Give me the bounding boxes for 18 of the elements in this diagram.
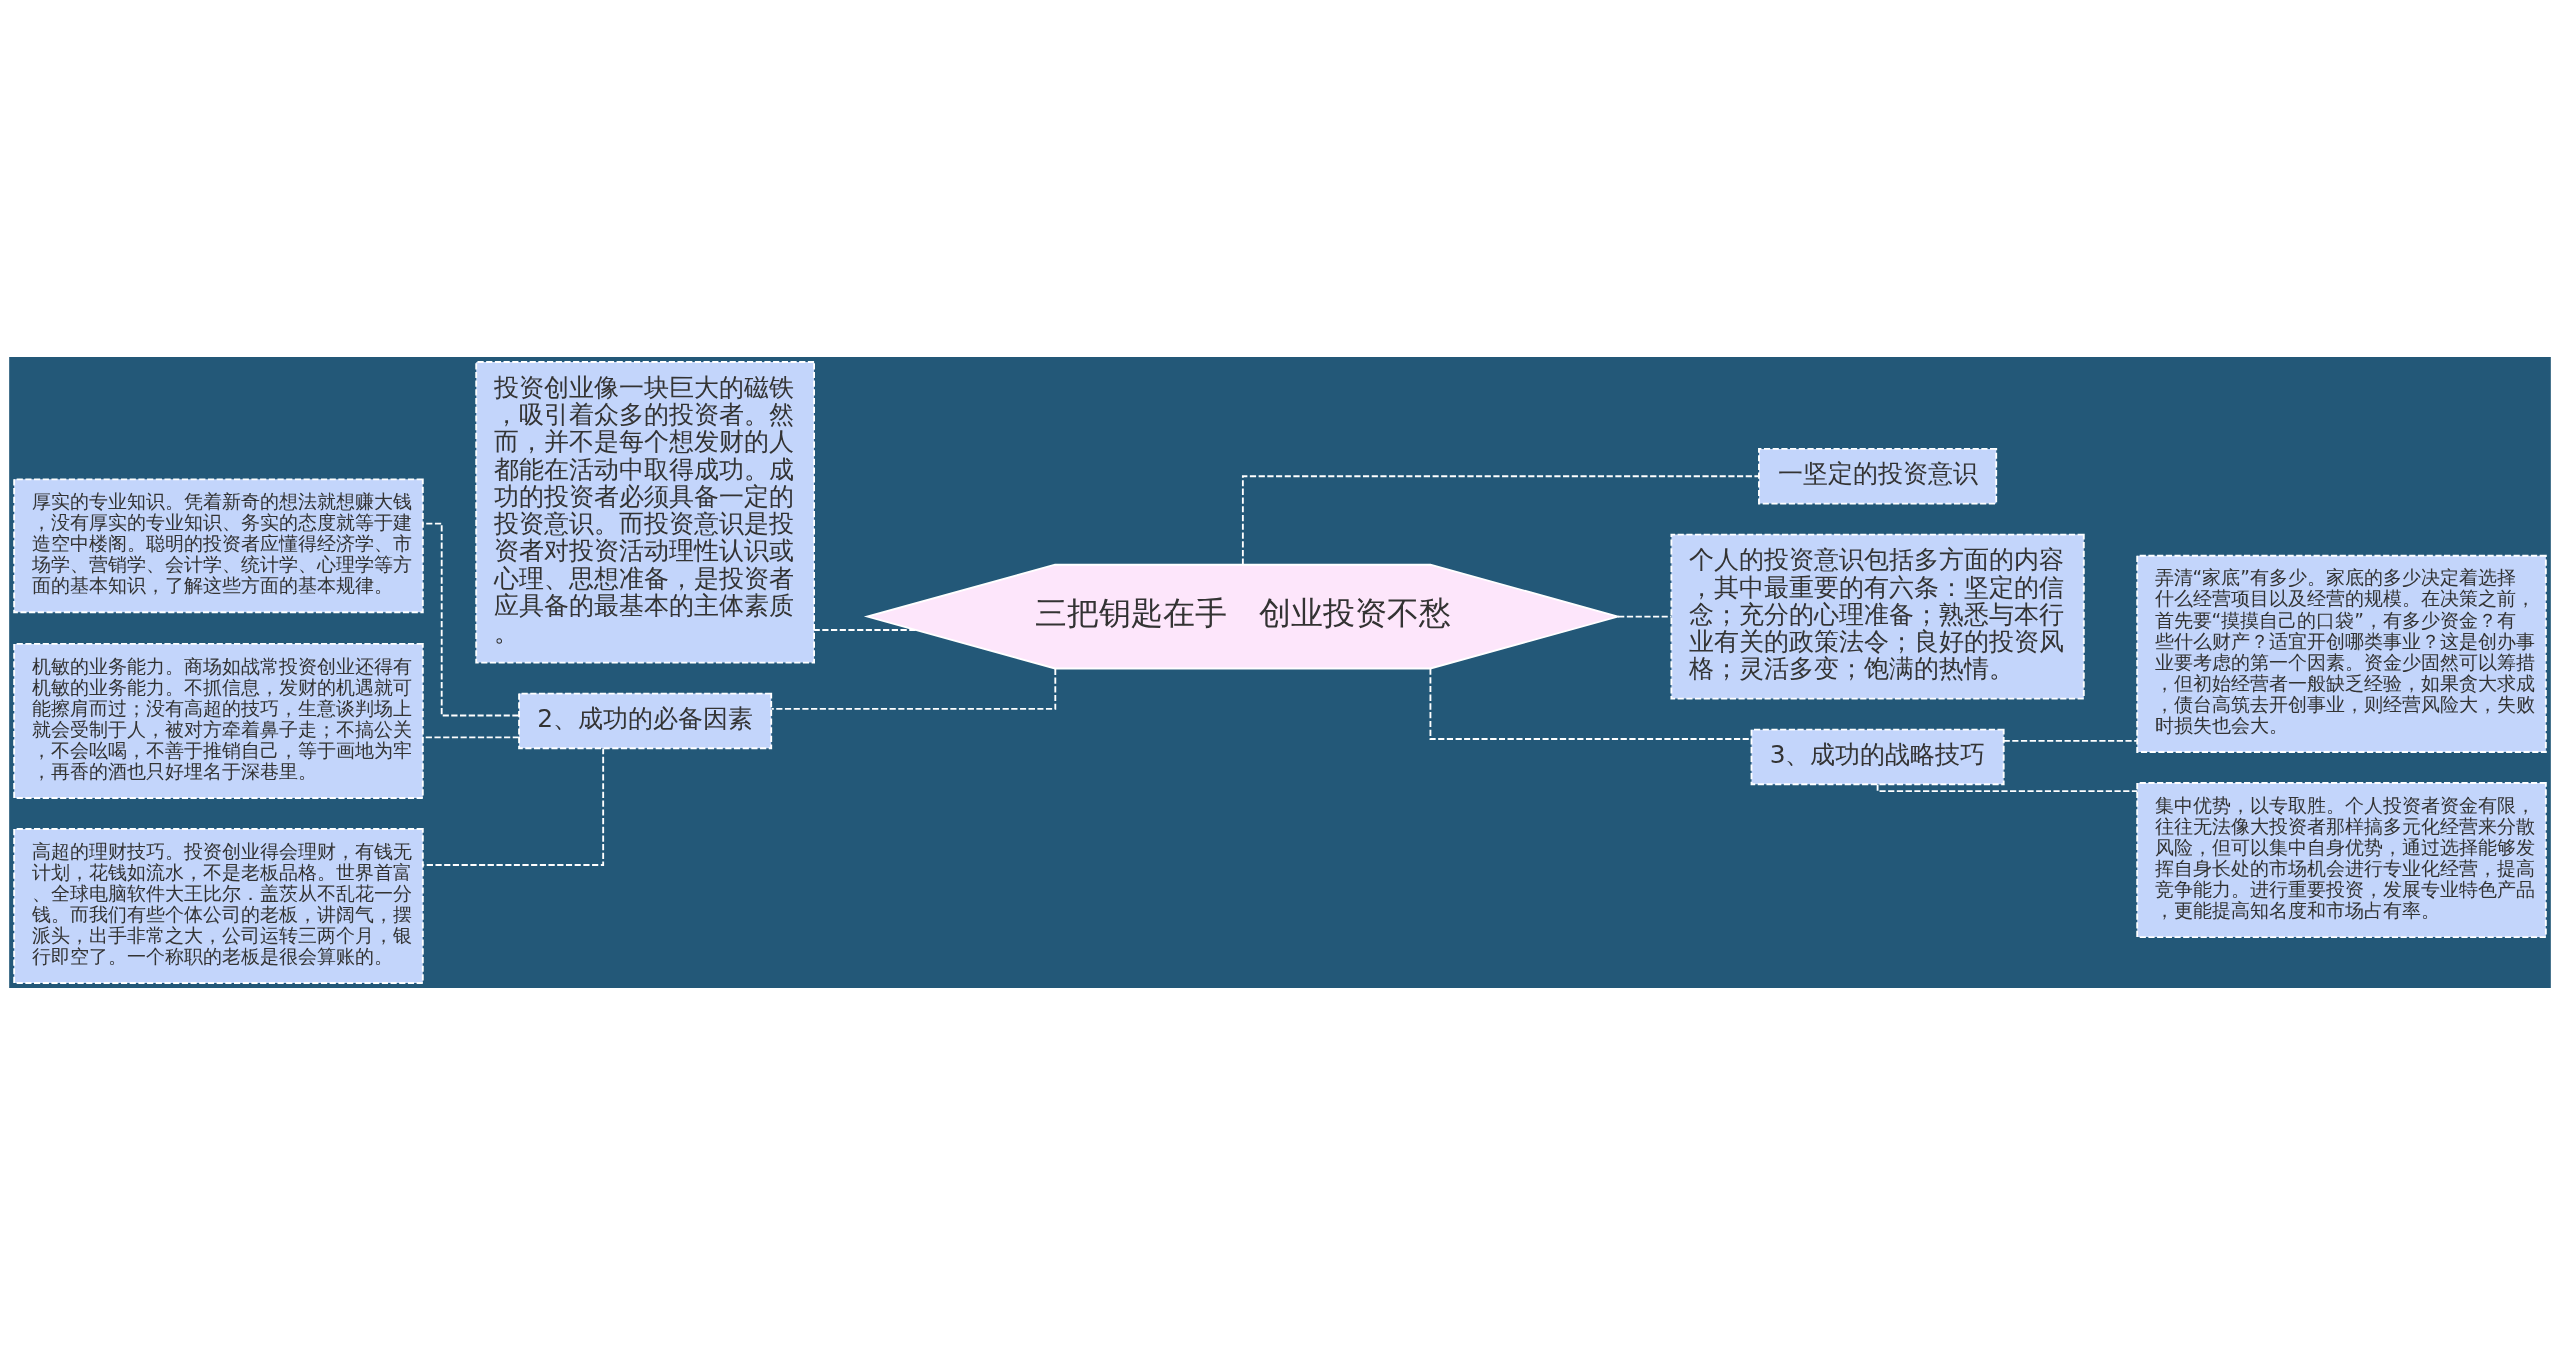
node-box: 一坚定的投资意识 [1758,448,1998,505]
connector [1241,475,1760,566]
node-box: 高超的理财技巧。投资创业得会理财，有钱无计划，花钱如流水，不是老板品格。世界首富、全球电脑软件大王比尔．盖茨从不乱花一分钱。而我们有些个体公司的老板，讲阔气，摆派头，出手非常之大，公司运转三两个月，银行即空了。一个称职的老板是很会算账的。 [13,828,424,984]
connector [1617,615,1673,618]
node-box: 2、成功的必备因素 [518,692,773,750]
connector [1876,783,2138,793]
node-box: 弄清“家底”有多少。家底的多少决定着选择什么经营项目以及经营的规模。在决策之前，首先要“摸摸自己的口袋”，有多少资金？有些什么财产？适宜开创哪类事业？这是创办事业要考虑的第一个因素。资金少固然可以筹措，但初始经营者一般缺乏经验，如果贪大求成，债台高筑去开创事业，则经营风险大，失败时损失也会大。 [2136,554,2547,753]
connector [422,747,605,866]
node-box: 3、成功的战略技巧 [1750,728,2005,786]
node-box: 个人的投资意识包括多方面的内容，其中最重要的有六条：坚定的信念；充分的心理准备；熟悉与本行业有关的政策法令；良好的投资风格；灵活多变；饱满的热情。 [1670,533,2085,700]
connector [422,522,520,717]
node-box: 机敏的业务能力。商场如战常投资创业还得有机敏的业务能力。不抓信息，发财的机遇就可能擦肩而过；没有高超的技巧，生意谈判场上就会受制于人，被对方牵着鼻子走；不搞公关，不会吆喝，不善于推销自己，等于画地为牢，再香的酒也只好埋名于深巷里。 [13,643,424,799]
connector [813,629,917,631]
connector [770,667,1057,710]
node-box: 集中优势，以专取胜。个人投资者资金有限，往往无法像大投资者那样搞多元化经营来分散风险，但可以集中自身优势，通过选择能够发挥自身长处的市场机会进行专业化经营，提高竞争能力。进行重要投资，发展专业特色产品，更能提高知名度和市场占有率。 [2136,782,2547,938]
connector [2002,739,2138,742]
node-box: 厚实的专业知识。凭着新奇的想法就想赚大钱，没有厚实的专业知识、务实的态度就等于建造空中楼阁。聪明的投资者应懂得经济学、市场学、营销学、会计学、统计学、心理学等方面的基本知识，了解这些方面的基本规律。 [13,478,424,614]
node-box: 投资创业像一块巨大的磁铁，吸引着众多的投资者。然而，并不是每个想发财的人都能在活动中取得成功。成功的投资者必须具备一定的投资意识。而投资意识是投资者对投资活动理性认识或心理、思想准备，是投资者应具备的最基本的主体素质。 [475,361,815,664]
